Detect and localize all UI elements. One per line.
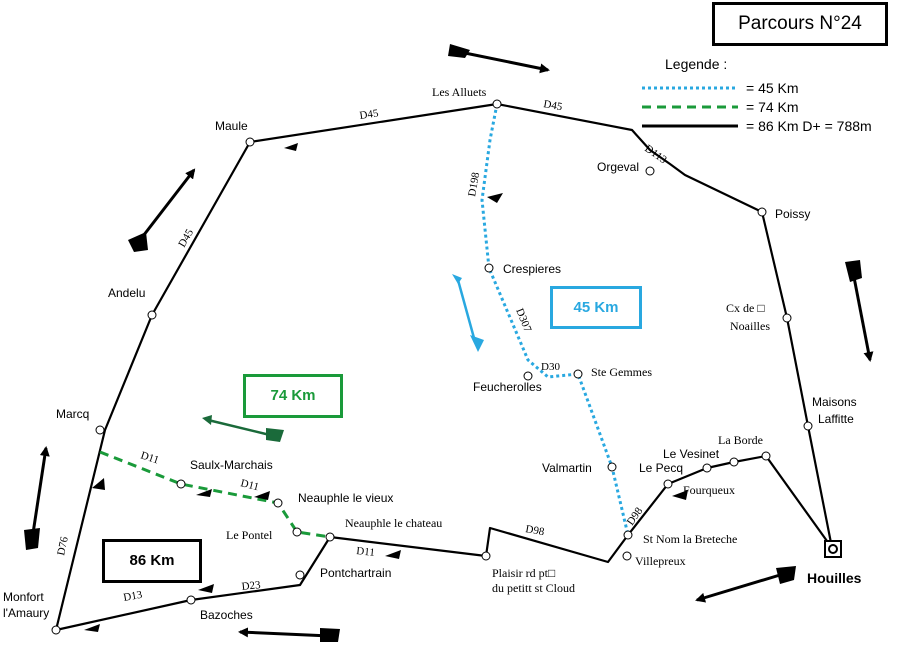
big-arrow-bottom-right — [695, 566, 796, 603]
town-label-fourqueux: Fourqueux — [683, 483, 735, 497]
town-label-orgeval: Orgeval — [597, 160, 639, 174]
town-label-feucherolles: Feucherolles — [473, 380, 542, 394]
town-label-plaisir-1: Plaisir rd pt□ — [492, 566, 555, 580]
town-label-neauphle-chateau: Neauphle le chateau — [345, 516, 442, 530]
town-label-st-nom: St Nom la Breteche — [643, 532, 737, 546]
road-label-d45-right: D45 — [542, 98, 563, 113]
road-label-d45-top: D45 — [359, 107, 380, 122]
big-arrow-bottom — [238, 627, 340, 642]
big-arrow-top — [448, 44, 550, 74]
town-label-la-borde: La Borde — [718, 433, 763, 447]
road-label-d13: D13 — [122, 589, 143, 604]
big-arrow-right-down — [845, 260, 874, 362]
road-label-d11-c: D11 — [356, 545, 376, 559]
town-label-marcq: Marcq — [56, 407, 89, 421]
town-label-neauphle-vieux: Neauphle le vieux — [298, 491, 393, 505]
blue-arrow — [452, 274, 484, 352]
town-label-monfort-2: l'Amaury — [3, 606, 49, 620]
badge-45km: 45 Km — [550, 286, 642, 329]
town-label-bazoches: Bazoches — [200, 608, 253, 622]
legend-item-86: = 86 Km D+ = 788m — [746, 118, 872, 134]
town-label-pontchartrain: Pontchartrain — [320, 566, 391, 580]
town-label-poissy: Poissy — [775, 207, 810, 221]
town-label-maisons-2: Laffitte — [818, 412, 854, 426]
legend-item-74: = 74 Km — [746, 99, 799, 115]
road-label-d23: D23 — [241, 579, 262, 593]
houilles-marker — [824, 540, 842, 558]
route-45km-line — [480, 103, 630, 536]
road-label-d30: D30 — [541, 361, 560, 373]
town-label-le-pontel: Le Pontel — [226, 528, 273, 542]
road-label-d45-left: D45 — [176, 227, 196, 250]
page-title: Parcours N°24 — [712, 2, 888, 46]
big-arrow-left-vertical — [24, 446, 50, 550]
road-label-d76: D76 — [55, 535, 71, 557]
town-label-villepreux: Villepreux — [635, 554, 686, 568]
town-label-maisons-1: Maisons — [812, 395, 857, 409]
town-label-cx-noailles-2: Noailles — [730, 319, 770, 333]
badge-86km: 86 Km — [102, 539, 202, 583]
town-label-le-vesinet: Le Vesinet — [663, 447, 720, 461]
badge-74km: 74 Km — [243, 374, 343, 418]
town-label-les-alluets: Les Alluets — [432, 85, 487, 99]
road-label-d11-b: D11 — [239, 477, 260, 493]
town-label-plaisir-2: du petitt st Cloud — [492, 581, 575, 595]
town-label-crespieres: Crespieres — [503, 262, 561, 276]
legend-heading: Legende : — [665, 56, 727, 72]
green-arrow — [202, 415, 284, 442]
road-label-d98-a: D98 — [524, 523, 545, 538]
town-label-ste-gemmes: Ste Gemmes — [591, 365, 652, 379]
town-label-le-pecq: Le Pecq — [639, 461, 683, 475]
legend-lines — [642, 86, 738, 128]
legend-item-45: = 45 Km — [746, 80, 799, 96]
road-label-d11-a: D11 — [139, 449, 160, 466]
town-label-andelu: Andelu — [108, 286, 145, 300]
town-label-maule: Maule — [215, 119, 248, 133]
town-label-monfort-1: Monfort — [3, 590, 44, 604]
town-nodes — [51, 99, 813, 635]
road-label-d307: D307 — [513, 307, 533, 335]
road-label-d113: D113 — [642, 143, 669, 167]
town-label-houilles: Houilles — [807, 570, 862, 586]
town-label-saulx-marchais: Saulx-Marchais — [190, 458, 273, 472]
route-direction-markers — [84, 143, 688, 632]
big-arrow-left-diagonal — [128, 168, 196, 252]
town-label-cx-noailles-1: Cx de □ — [726, 301, 765, 315]
town-label-valmartin: Valmartin — [542, 461, 592, 475]
road-label-d198: D198 — [466, 171, 482, 198]
